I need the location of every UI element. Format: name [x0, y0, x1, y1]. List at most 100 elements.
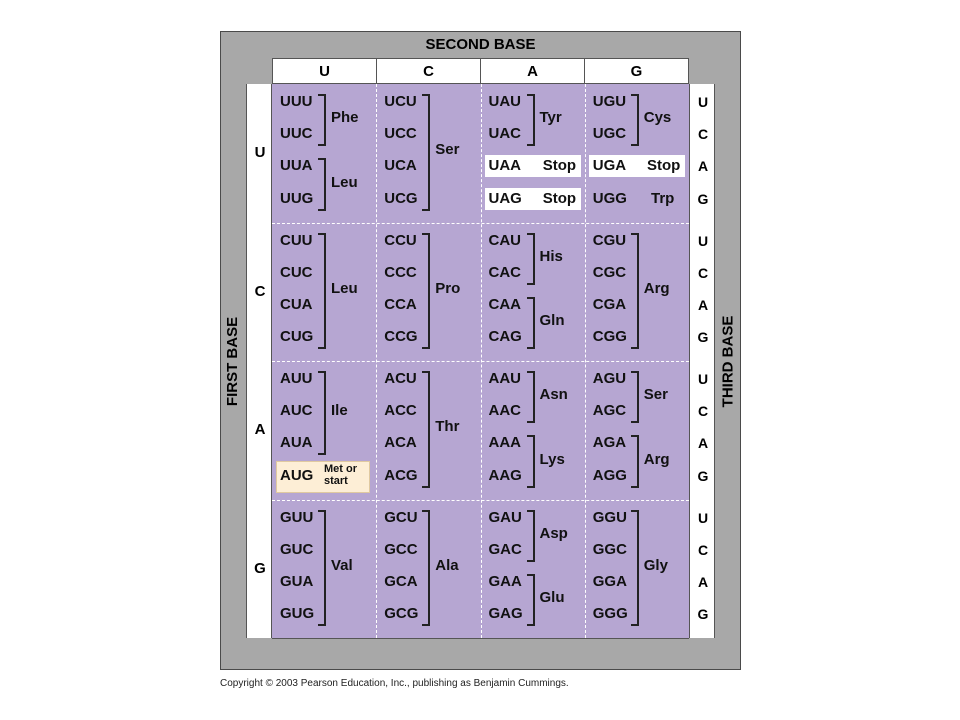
- codon-label: ACG: [384, 466, 418, 484]
- codon-label: CAG: [488, 328, 522, 346]
- codon-bracket: [318, 371, 326, 456]
- amino-acid-label: Gln: [539, 312, 565, 329]
- codon-bracket: [318, 509, 326, 627]
- first-base-title: FIRST BASE: [220, 84, 246, 638]
- third-base-letter: U: [697, 509, 709, 526]
- codon-label: AUG: [280, 466, 314, 484]
- amino-acid-label: Asp: [539, 524, 568, 542]
- third-base-title-text: THIRD BASE: [719, 315, 737, 407]
- amino-acid-label: Lys: [539, 450, 565, 468]
- codon-label: AAG: [488, 466, 522, 484]
- codon-label: CCU: [384, 231, 417, 249]
- codon-label: CGG: [592, 328, 627, 346]
- codon-bracket: [318, 158, 326, 211]
- codon-label: AAA: [488, 434, 522, 452]
- codon-label: ACC: [384, 402, 417, 420]
- amino-acid-label: Glu: [539, 589, 565, 606]
- third-base-letter: C: [697, 403, 709, 420]
- third-base-title: THIRD BASE: [715, 84, 741, 638]
- codon-label: GGU: [592, 508, 627, 526]
- codon-label: UGG: [592, 189, 627, 207]
- codon-label: CGU: [592, 231, 627, 249]
- codon-bracket: [422, 232, 431, 350]
- stop-codon-box: [588, 155, 685, 178]
- codon-label: CAU: [488, 231, 522, 249]
- codon-label: GCG: [384, 605, 419, 623]
- amino-acid-label: Pro: [435, 279, 461, 297]
- codon-label: UAA: [488, 157, 522, 175]
- codon-label: GUA: [280, 572, 314, 590]
- codon-label: CUC: [280, 263, 313, 281]
- third-base-letter: C: [697, 264, 709, 281]
- amino-acid-label: Tyr: [539, 109, 562, 127]
- codon-label: GGA: [592, 572, 627, 590]
- codon-label: UAG: [488, 189, 522, 207]
- first-base-letter: A: [254, 421, 266, 439]
- first-base-letter: C: [254, 282, 266, 300]
- codon-label: AGU: [592, 370, 627, 387]
- codon-label: AUU: [280, 370, 313, 387]
- start-label: Met or start: [324, 462, 357, 487]
- codon-label: GAU: [488, 508, 522, 526]
- second-base-title: SECOND BASE: [272, 31, 689, 58]
- second-base-c: C: [377, 59, 481, 83]
- first-base-letter: U: [254, 144, 266, 162]
- codon-label: GCU: [384, 508, 418, 526]
- codon-label: UUG: [280, 189, 314, 207]
- second-base-u: U: [273, 59, 377, 83]
- second-base-g: G: [630, 62, 643, 80]
- second-base-header-row: U C A G: [272, 58, 689, 84]
- amino-acid-label: Cys: [643, 109, 672, 127]
- codon-label: AGA: [592, 434, 627, 452]
- copyright-text: Copyright © 2003 Pearson Education, Inc.…: [220, 678, 569, 689]
- codon-label: AAU: [488, 370, 522, 387]
- codon-bracket: [630, 509, 639, 627]
- amino-acid-label: Ile: [331, 402, 348, 420]
- block-separator-v: [584, 84, 586, 638]
- codon-label: CUU: [280, 231, 313, 249]
- codon-label: UCA: [384, 157, 417, 175]
- codon-label: CGC: [592, 263, 627, 281]
- codon-bracket: [526, 509, 535, 562]
- first-base-title-text: FIRST BASE: [224, 316, 242, 406]
- amino-acid-label: Trp: [651, 189, 675, 207]
- codon-label: CCC: [384, 263, 417, 281]
- first-base-letter: G: [254, 559, 266, 577]
- codon-label: GAC: [488, 540, 522, 558]
- third-base-letter: C: [697, 126, 709, 143]
- amino-acid-label: Leu: [331, 279, 358, 297]
- codon-bracket: [630, 371, 639, 424]
- codon-label: UCU: [384, 93, 417, 110]
- codon-label: UCC: [384, 125, 417, 143]
- second-base-a: A: [481, 59, 585, 83]
- codon-label: UUA: [280, 157, 313, 175]
- third-base-letter: C: [697, 541, 709, 558]
- codon-label: GGC: [592, 540, 627, 558]
- codon-label: UGA: [592, 157, 627, 175]
- stop-label: Stop: [647, 157, 681, 175]
- codon-bracket: [526, 232, 535, 285]
- codon-label: UGC: [592, 125, 627, 143]
- amino-acid-label: Val: [331, 556, 353, 574]
- amino-acid-label: Ser: [643, 386, 668, 404]
- codon-label: CAC: [488, 263, 522, 281]
- third-base-letter: U: [697, 94, 709, 110]
- stop-label: Stop: [542, 157, 577, 175]
- codon-label: AGC: [592, 402, 627, 420]
- third-base-letter: A: [697, 158, 709, 175]
- codon-bracket: [422, 509, 431, 627]
- second-base-title-text: SECOND BASE: [425, 36, 536, 53]
- amino-acid-label: Thr: [435, 418, 460, 436]
- bottom-bar: [272, 638, 689, 670]
- codon-bracket: [526, 435, 535, 488]
- codon-bracket: [318, 94, 326, 147]
- codon-label: UAC: [488, 125, 522, 143]
- codon-label: CGA: [592, 295, 627, 313]
- codon-bracket: [422, 371, 431, 488]
- codon-label: AUA: [280, 434, 313, 452]
- codon-label: GUC: [280, 540, 314, 558]
- third-base-letter: G: [697, 467, 709, 484]
- codon-label: GCA: [384, 572, 418, 590]
